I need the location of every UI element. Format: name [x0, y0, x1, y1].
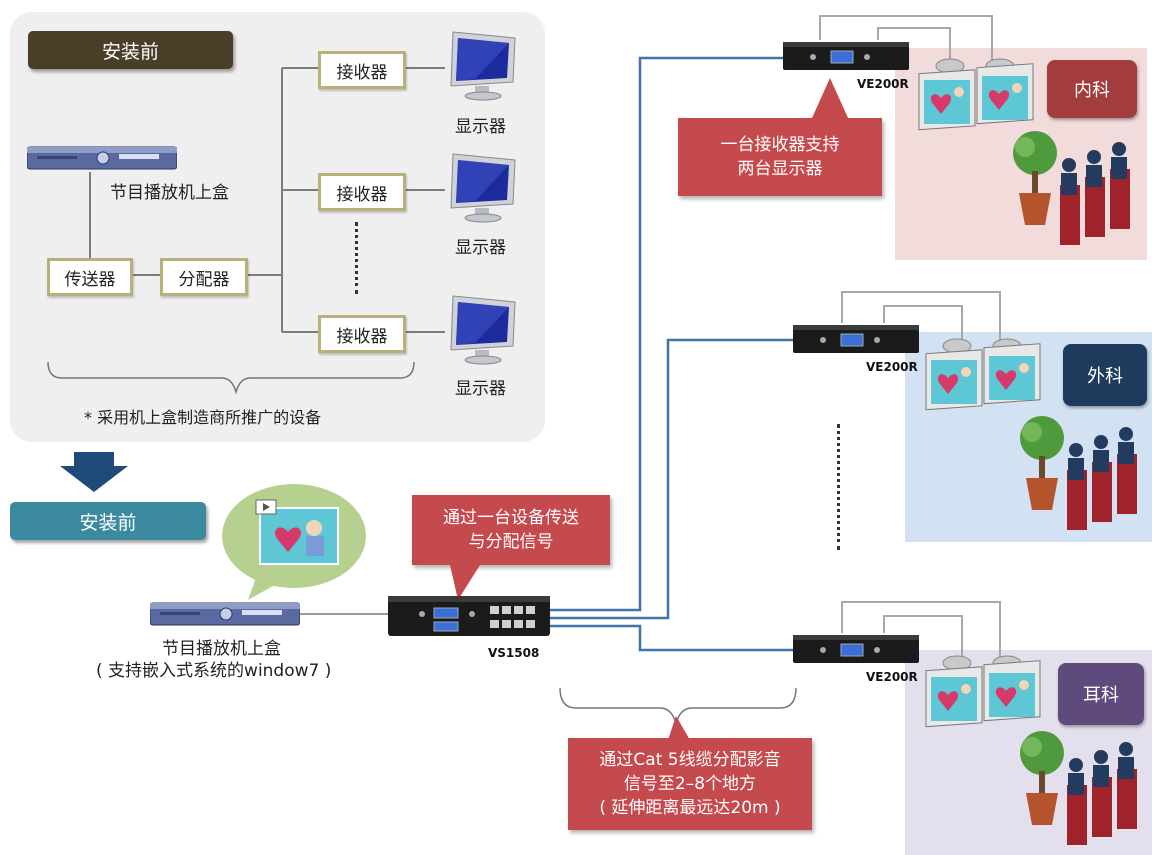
device-label-ve200r-3: VE200R: [866, 670, 918, 684]
monitor-label-1: 显示器: [455, 117, 506, 137]
callout-cat5-line3: ( 延伸距离最远达20m ): [599, 798, 781, 818]
dept-badge-ent: 耳科: [1058, 663, 1144, 725]
audience-icon: [1005, 125, 1145, 254]
device-label-ve200r-1: VE200R: [857, 77, 909, 91]
callout-cat5-line1: 通过Cat 5线缆分配影音: [599, 750, 781, 770]
set-top-box-device: [149, 600, 301, 628]
receiver-box-3: 接收器: [318, 315, 406, 353]
monitor-label-2: 显示器: [455, 238, 506, 258]
callout-transmit: 通过一台设备传送 与分配信号: [412, 495, 610, 565]
monitor-icon: [445, 152, 520, 228]
splitter-box: 分配器: [160, 258, 248, 296]
after-title-badge: 安装前: [10, 502, 206, 540]
before-title-badge: 安装前: [28, 31, 233, 69]
dual-monitor-icon: [922, 655, 1042, 739]
callout-cat5-line2: 信号至2–8个地方: [623, 774, 757, 794]
audience-icon: [1012, 410, 1152, 539]
callout-receiver-line1: 一台接收器支持: [720, 135, 840, 155]
dual-monitor-icon: [915, 58, 1035, 142]
receiver-box-2: 接收器: [318, 173, 406, 211]
device-label-vs1508: VS1508: [488, 646, 540, 660]
dept-badge-internal: 内科: [1047, 60, 1137, 118]
vertical-dots: [355, 222, 362, 294]
ve200r-receiver-2: [793, 323, 921, 359]
set-top-box-device: [26, 144, 178, 172]
stb-label-line2: ( 支持嵌入式系统的window7 ): [96, 661, 332, 681]
vertical-dots: [837, 424, 844, 550]
down-arrow-icon: [58, 452, 130, 498]
stb-label-line1: 节目播放机上盒: [162, 639, 281, 659]
vs1508-device: [388, 592, 553, 644]
footnote: * 采用机上盒制造商所推广的设备: [84, 408, 322, 427]
device-label-ve200r-2: VE200R: [866, 360, 918, 374]
dual-monitor-icon: [922, 338, 1042, 422]
ve200r-receiver-3: [793, 633, 921, 669]
callout-transmit-line1: 通过一台设备传送: [443, 508, 579, 528]
monitor-icon: [445, 294, 520, 370]
monitor-label-3: 显示器: [455, 379, 506, 399]
callout-transmit-line2: 与分配信号: [468, 532, 554, 552]
receiver-box-1: 接收器: [318, 51, 406, 89]
callout-cat5: 通过Cat 5线缆分配影音 信号至2–8个地方 ( 延伸距离最远达20m ): [568, 738, 812, 830]
callout-receiver-line2: 两台显示器: [737, 159, 823, 179]
transmitter-box: 传送器: [47, 258, 133, 296]
ve200r-receiver-1: [783, 40, 911, 76]
video-preview-bubble: [218, 482, 368, 606]
stb-label: 节目播放机上盒: [110, 183, 229, 203]
audience-icon: [1012, 725, 1152, 854]
dept-badge-surgery: 外科: [1063, 344, 1147, 406]
callout-receiver: 一台接收器支持 两台显示器: [678, 118, 882, 196]
monitor-icon: [445, 30, 520, 106]
